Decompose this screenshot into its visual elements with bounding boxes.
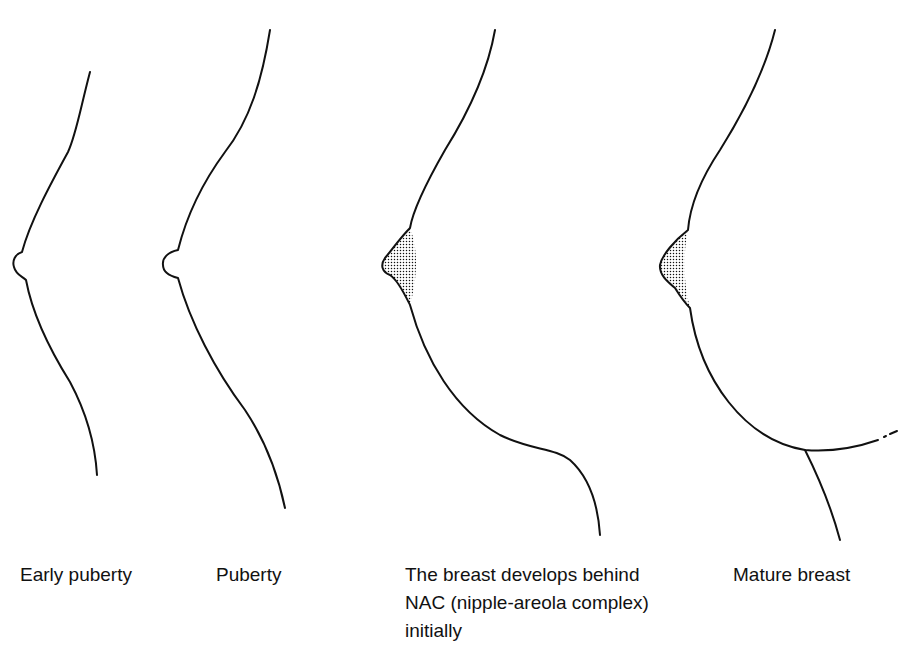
early-puberty-profile [13,72,97,475]
stage-label: Puberty [216,561,356,589]
stage-label: Early puberty [20,561,190,589]
developing-breast-profile [382,30,600,535]
stage-label: Mature breast [733,561,898,589]
stage-label: The breast develops behind NAC (nipple-a… [405,561,667,645]
fold-dash [884,431,897,437]
inframammary-line [805,450,840,540]
puberty-profile [163,30,285,508]
mature-breast-profile [660,30,878,451]
